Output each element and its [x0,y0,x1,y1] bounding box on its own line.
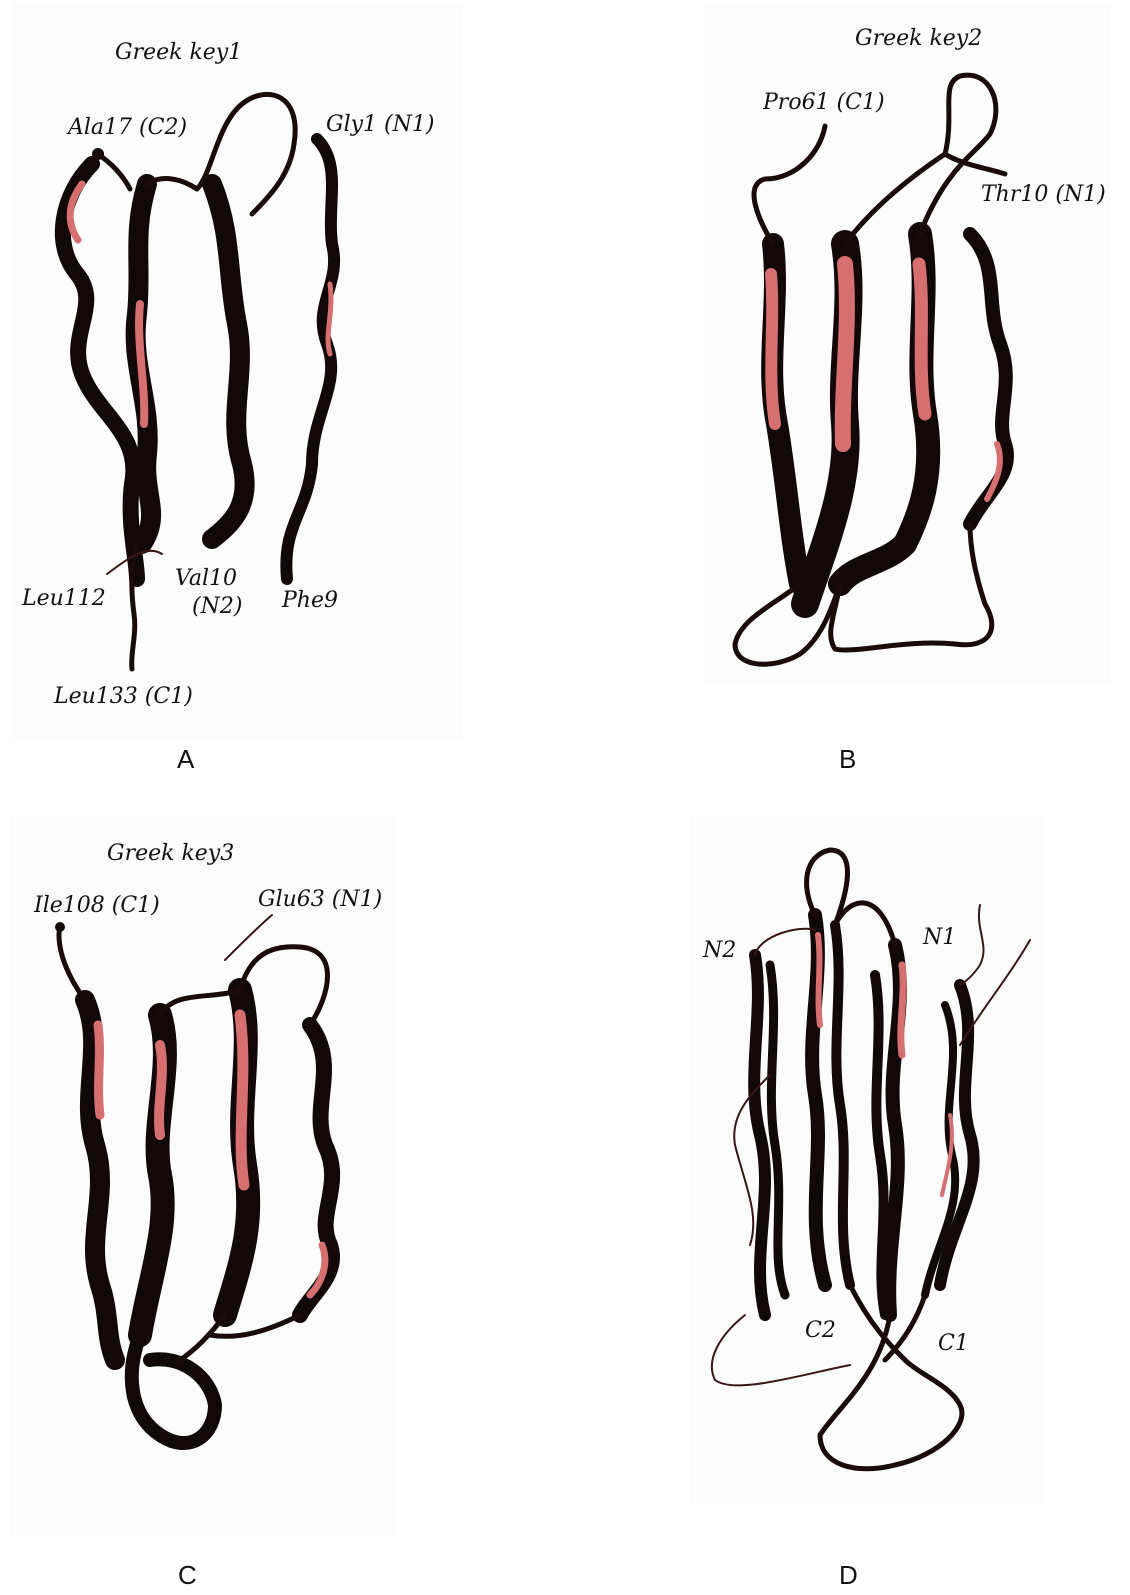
panel-c-strand-3-highlight [240,1015,244,1185]
panel-b-strand-1-highlight [771,274,775,424]
panel-b-strand-4 [970,234,1007,524]
panel-b-label-pro61: Pro61 (C1) [763,92,885,114]
panel-a-label-leu112: Leu112 [22,588,106,610]
panel-a-title: Greek key1 [115,42,242,64]
panel-d: N2 N1 C2 C1 [690,815,1045,1505]
panel-b-bottom-loop-left [735,584,840,664]
panel-d-top-loop-2 [835,903,895,945]
panel-a: Greek key1 Ala17 (C2) Gly1 (N1) Leu112 V… [12,4,462,739]
panel-d-strand-2 [770,965,785,1295]
panel-d-label-c1: C1 [938,1333,969,1355]
panel-c-bottom-crossing [180,1315,300,1360]
panel-a-letter: A [177,746,194,772]
panel-c-terminus-dot [55,922,65,932]
panel-c-top-loop-left [160,990,240,1015]
panel-a-label-phe9: Phe9 [282,590,338,612]
panel-d-strand-4 [835,925,850,1285]
panel-a-strand-3 [212,184,245,539]
panel-a-terminus-tail [98,154,130,189]
panel-d-label-n1: N1 [923,927,956,949]
panel-c-title: Greek key3 [107,843,234,865]
panel-d-strand-1 [754,955,765,1315]
panel-c-bottom-loop [132,1335,215,1443]
panel-c-strand-2-highlight [159,1045,162,1135]
panel-c-strand-4 [300,1025,332,1315]
panel-b-letter: B [839,746,856,772]
panel-a-label-gly1: Gly1 (N1) [326,114,434,136]
panel-c-label-ile108: Ile108 (C1) [34,895,160,917]
panel-a-label-val10: Val10 [175,568,237,590]
panel-d-strand-5 [889,945,900,1315]
panel-a-label-n2: (N2) [192,596,242,618]
panel-b-strand-2-highlight [843,264,847,444]
panel-a-strand-4-highlight [328,284,331,354]
panel-d-label-c2: C2 [805,1320,836,1342]
panel-b: Greek key2 Pro61 (C1) Thr10 (N1) [705,4,1110,684]
panel-b-terminus-tail [754,126,825,244]
panel-c-label-glu63: Glu63 (N1) [258,889,382,911]
panel-d-ribbon-diagram [690,815,1045,1505]
panel-d-top-loop-3 [755,929,815,955]
panel-c-terminus-tail [59,925,85,1000]
panel-d-strand-5-highlight [901,965,903,1055]
panel-a-label-ala17: Ala17 (C2) [68,117,187,139]
panel-d-label-n2: N2 [703,940,736,962]
panel-c-letter: C [178,1562,197,1588]
panel-d-strand-6 [875,975,885,1315]
panel-d-n1-line [960,940,1030,1045]
panel-c: Greek key3 Ile108 (C1) Glu63 (N1) [10,815,395,1535]
panel-d-letter: D [839,1562,858,1588]
panel-c-strand-1-highlight [98,1025,100,1115]
panel-b-title: Greek key2 [855,28,982,50]
panel-d-n1-tail [960,905,984,985]
panel-a-label-leu133: Leu133 (C1) [54,686,193,708]
panel-b-label-thr10: Thr10 (N1) [981,184,1106,206]
panel-b-strand-3-highlight [919,264,925,414]
panel-c-ribbon-diagram [10,815,395,1535]
panel-a-strand-4 [286,139,334,579]
panel-d-strand-3-highlight [818,935,820,1025]
